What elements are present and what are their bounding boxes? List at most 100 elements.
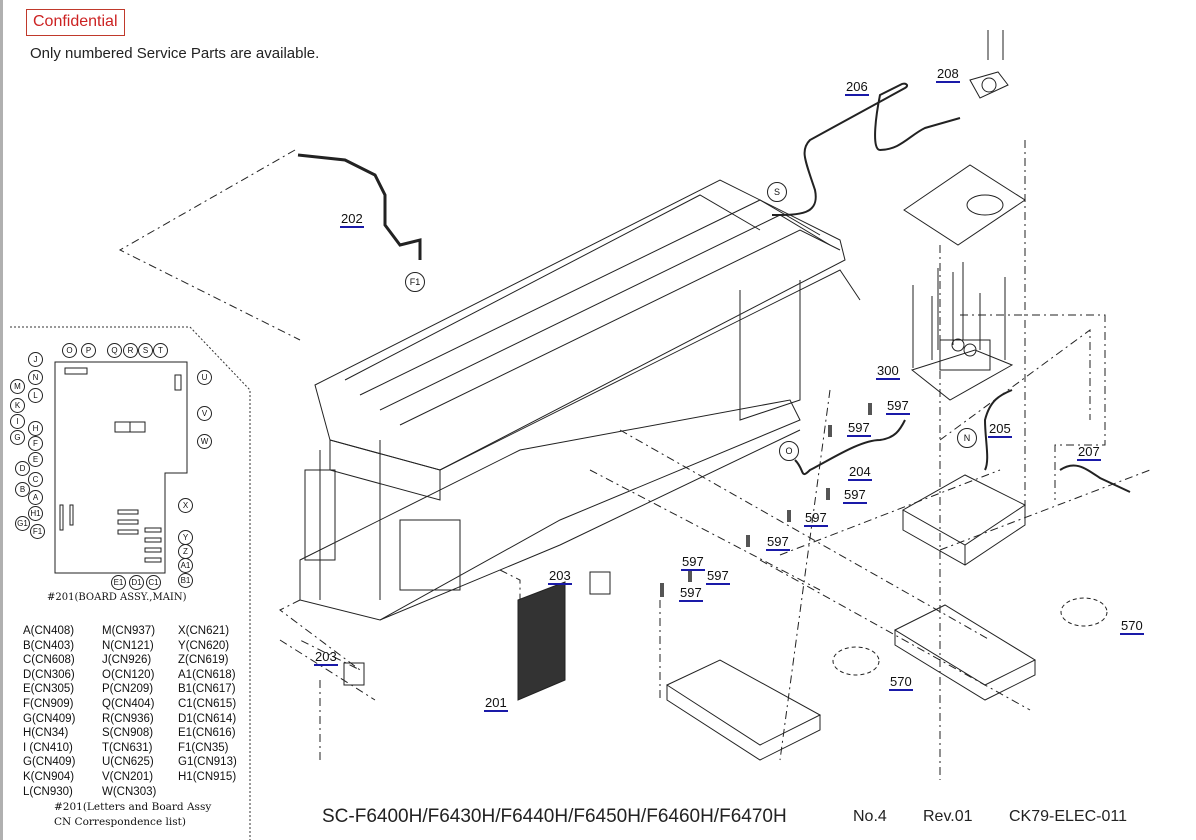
fan-203a-shape [343,662,365,686]
part-203-link-b[interactable]: 203 [548,568,572,585]
cn-entry: D(CN306) [23,668,75,681]
cn-entry: N(CN121) [102,639,154,652]
board-label-M: M [10,379,25,394]
cn-entry: F1(CN35) [178,741,229,754]
board-label-B1: B1 [178,573,193,588]
power-board-300 [910,262,1014,401]
board-label-T: T [153,343,168,358]
board-label-A1: A1 [178,558,193,573]
part-570-link-b[interactable]: 570 [1120,618,1144,635]
cn-entry: M(CN937) [102,625,156,637]
cn-entry: G1(CN913) [178,756,237,769]
board-label-F: F [28,436,43,451]
callout-S: S [767,182,787,202]
part-204-link[interactable]: 204 [848,464,872,481]
board-label-L: L [28,388,43,403]
cn-entry: I (CN410) [23,741,73,754]
callout-N: N [957,428,977,448]
cn-entry: G(CN409) [23,756,76,769]
board-label-F1: F1 [30,524,45,539]
cn-column-1: A(CN408) B(CN403) C(CN608) D(CN306) E(CN… [23,624,75,799]
cn-entry: R(CN936) [102,712,154,725]
part-202-link[interactable]: 202 [340,211,364,228]
part-597-link-h[interactable]: 597 [679,585,703,602]
part-207-link[interactable]: 207 [1077,444,1101,461]
part-201-link[interactable]: 201 [484,695,508,712]
cn-entry: K(CN904) [23,770,75,783]
service-parts-notice: Only numbered Service Parts are availabl… [30,45,320,62]
part-300-link[interactable]: 300 [876,363,900,380]
cn-entry: T(CN631) [102,741,153,754]
foot-tray-right [893,604,1037,701]
part-206-link[interactable]: 206 [845,79,869,96]
board-label-V: V [197,406,212,421]
cn-entry: S(CN908) [102,727,154,740]
cn-entry: U(CN625) [102,756,154,769]
board-label-S: S [138,343,153,358]
board-label-B: B [15,482,30,497]
cn-entry: C(CN608) [23,654,75,667]
cn-entry: F(CN909) [23,697,74,710]
cn-entry: H(CN34) [23,727,69,740]
board-label-J: J [28,352,43,367]
footer-page-number: No.4 [853,808,887,825]
board-201-caption: #201(BOARD ASSY.,MAIN) [47,592,187,603]
board-label-K: K [10,398,25,413]
part-597-link-e[interactable]: 597 [766,534,790,551]
cable-207 [1059,464,1131,493]
electrical-box [901,474,1026,566]
board-label-H: H [28,421,43,436]
printer-chassis [299,179,861,621]
cn-note-line-1: #201(Letters and Board Assy [54,801,212,813]
board-label-A: A [28,490,43,505]
cn-entry: L(CN930) [23,785,73,798]
board-201-outline [54,361,188,574]
cable-205 [983,389,1013,471]
top-plate [903,164,1026,246]
fan-203b-shape [589,571,611,595]
part-203-link-a[interactable]: 203 [314,649,338,666]
cn-correspondence-note: #201(Letters and Board Assy CN Correspon… [54,800,211,830]
part-597-link-c[interactable]: 597 [843,487,867,504]
cn-entry: X(CN621) [178,625,230,637]
part-597-link-b[interactable]: 597 [847,420,871,437]
cn-entry: O(CN120) [102,668,155,681]
cn-entry: E(CN305) [23,683,75,696]
cn-entry: B1(CN617) [178,683,236,696]
board-label-C1: C1 [146,575,161,590]
cn-entry: Q(CN404) [102,697,155,710]
board-label-G1: G1 [15,516,30,531]
board-label-H1: H1 [28,506,43,521]
board-label-Y: Y [178,530,193,545]
board-label-P: P [81,343,96,358]
board-label-N: N [28,370,43,385]
confidential-badge: Confidential [26,9,125,36]
part-208-link[interactable]: 208 [936,66,960,83]
part-597-link-f[interactable]: 597 [681,554,705,571]
cn-entry: Z(CN619) [178,654,229,667]
board-label-D: D [15,461,30,476]
cn-entry: V(CN201) [102,770,154,783]
cn-entry: D1(CN614) [178,712,237,725]
guide-lines [118,140,1151,780]
board-label-C: C [28,472,43,487]
cn-entry: J(CN926) [102,654,152,667]
part-597-link-d[interactable]: 597 [804,510,828,527]
footer-revision: Rev.01 [923,808,973,825]
cn-column-2: M(CN937) N(CN121) J(CN926) O(CN120) P(CN… [102,624,156,799]
part-597-link-a[interactable]: 597 [886,398,910,415]
cn-entry: B(CN403) [23,639,75,652]
board-201-panel: O P Q R S T J N M L K I H G F E D C B A … [10,327,240,837]
cn-entry: E1(CN616) [178,727,236,740]
callout-F1: F1 [405,272,425,292]
board-label-I: I [10,414,25,429]
part-570-link-a[interactable]: 570 [889,674,913,691]
main-board-201 [517,581,566,701]
part-597-link-g[interactable]: 597 [706,568,730,585]
foot-tray-left [665,659,822,761]
part-205-link[interactable]: 205 [988,421,1012,438]
ribbon-cable-202 [297,153,422,260]
board-label-R: R [123,343,138,358]
board-label-E: E [28,452,43,467]
